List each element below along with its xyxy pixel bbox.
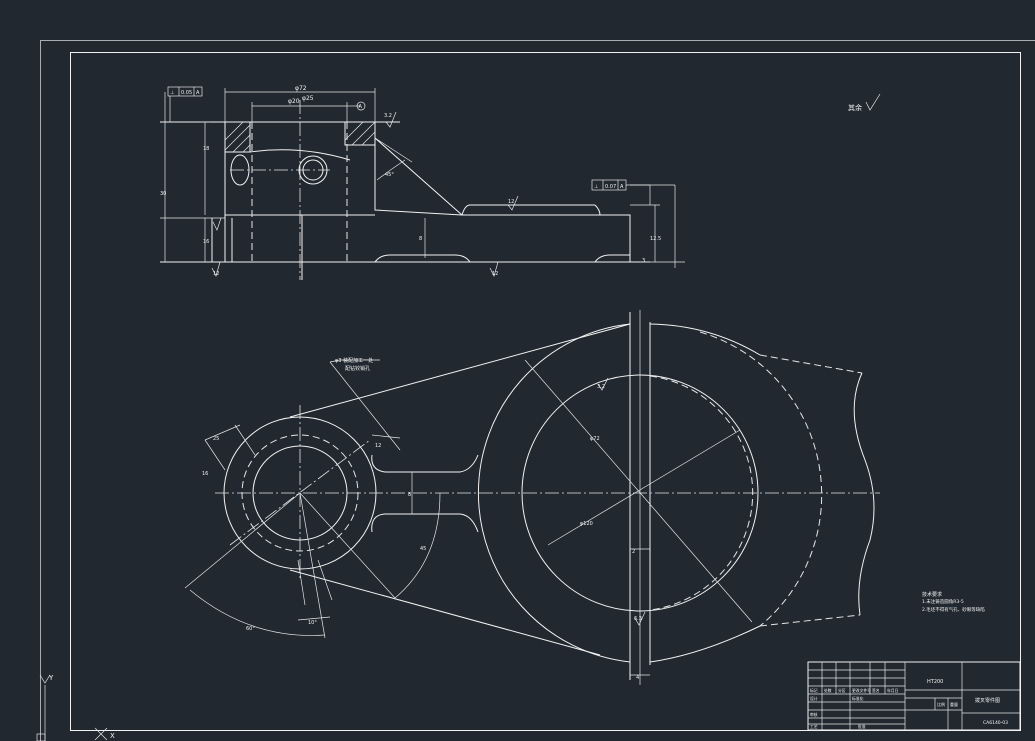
- note-line-1: φ3 装配加工一处: [335, 357, 373, 364]
- tol-right-value: 0.07: [605, 184, 616, 190]
- tol-right-datum: A: [620, 184, 624, 190]
- row-process: 工艺: [810, 724, 818, 729]
- tol-left-value: 0.05: [181, 90, 192, 96]
- dim-height-c: 16: [203, 239, 209, 245]
- dim-c: 8: [408, 492, 411, 498]
- dim-height-d: 8: [419, 236, 422, 242]
- roughness-bottom-left: 12: [213, 271, 219, 277]
- dim-bore-a: φ20: [288, 98, 300, 105]
- roughness-a: 3.2: [597, 384, 605, 390]
- title-weight-label: 重量: [950, 701, 958, 707]
- tech-notes-line-1: 1.未注铸造圆角R3-5: [922, 598, 964, 605]
- tech-notes-line-2: 2.毛坯不得有气孔、砂眼等缺陷: [922, 606, 985, 613]
- dim-width-overall: φ72: [295, 85, 307, 92]
- row-design: 设计: [810, 696, 818, 701]
- row-standard: 标准化: [852, 696, 864, 701]
- tol-left-datum: A: [196, 90, 200, 96]
- dim-slot: 12.5: [650, 236, 661, 242]
- note-line-2: 配钻铰销孔: [345, 365, 370, 372]
- row-label-change-doc: 更改文件号: [852, 688, 871, 693]
- front-view: [160, 86, 685, 280]
- title-material: HT200: [927, 679, 943, 685]
- row-label-count: 处数: [824, 688, 832, 693]
- dim-height-b: 30: [160, 191, 166, 197]
- dim-f: 4: [636, 675, 639, 681]
- tech-notes: 技术要求 1.未注铸造圆角R3-5 2.毛坯不得有气孔、砂眼等缺陷: [922, 591, 985, 613]
- tol-left-symbol: ⊥: [170, 90, 174, 96]
- dim-dia-large: φ72: [590, 436, 600, 442]
- ucs-x-label: X: [110, 732, 115, 740]
- angle-b: 10°: [308, 620, 317, 626]
- title-scale-label: 比例: [937, 701, 945, 707]
- title-part-name: 拨叉零件图: [975, 697, 1000, 704]
- dim-bore-b: φ25: [302, 95, 314, 102]
- row-check: 审核: [810, 712, 818, 717]
- row-label-zone: 分区: [838, 688, 846, 693]
- dim-b: 16: [202, 471, 208, 477]
- ucs-y-label: Y: [48, 674, 54, 682]
- outer-frame: [40, 40, 1035, 741]
- datum-a-label: A: [359, 104, 363, 110]
- dim-radius: 45: [420, 546, 426, 552]
- revision-grid: [808, 662, 905, 730]
- row-label-date: 年月日: [887, 688, 899, 693]
- plan-view-labels: φ3 装配加工一处 配钻铰销孔 φ72 φ120 3.2 6.3 25 16 8…: [202, 357, 642, 681]
- row-label-sign: 签名: [872, 688, 880, 693]
- dim-dia-inner: φ120: [580, 521, 593, 527]
- front-view-labels: φ72 φ20 φ25 A ⊥ 0.05 A ⊥ 0.07 A 3.2 12 1…: [160, 85, 661, 277]
- title-block: HT200 拨叉零件图 CA6140-03 比例 重量 标记 处数 分区 更改文…: [807, 661, 1021, 731]
- inner-frame: [70, 52, 1021, 731]
- dim-d: 12: [375, 443, 381, 449]
- title-drawing-no: CA6140-03: [983, 720, 1008, 726]
- dim-height-a: 18: [203, 146, 209, 152]
- dim-small: 3: [642, 258, 645, 264]
- dim-e: 2: [632, 549, 635, 555]
- surface-finish-note: 其余: [848, 103, 862, 112]
- dim-angle: 45°: [385, 172, 394, 178]
- plan-view: [184, 93, 881, 685]
- ucs-icon: Y X: [36, 674, 115, 741]
- dim-a: 25: [213, 436, 219, 442]
- row-label-mark: 标记: [810, 688, 818, 693]
- roughness-top: 3.2: [384, 113, 392, 119]
- roughness-bottom-mid: 12: [492, 271, 498, 277]
- roughness-b: 6.3: [634, 616, 642, 622]
- tol-right-symbol: ⊥: [594, 184, 598, 190]
- angle-a: 60°: [246, 626, 255, 632]
- row-approve: 批准: [858, 724, 866, 729]
- tech-notes-title: 技术要求: [922, 591, 942, 598]
- roughness-mid: 12: [508, 199, 514, 205]
